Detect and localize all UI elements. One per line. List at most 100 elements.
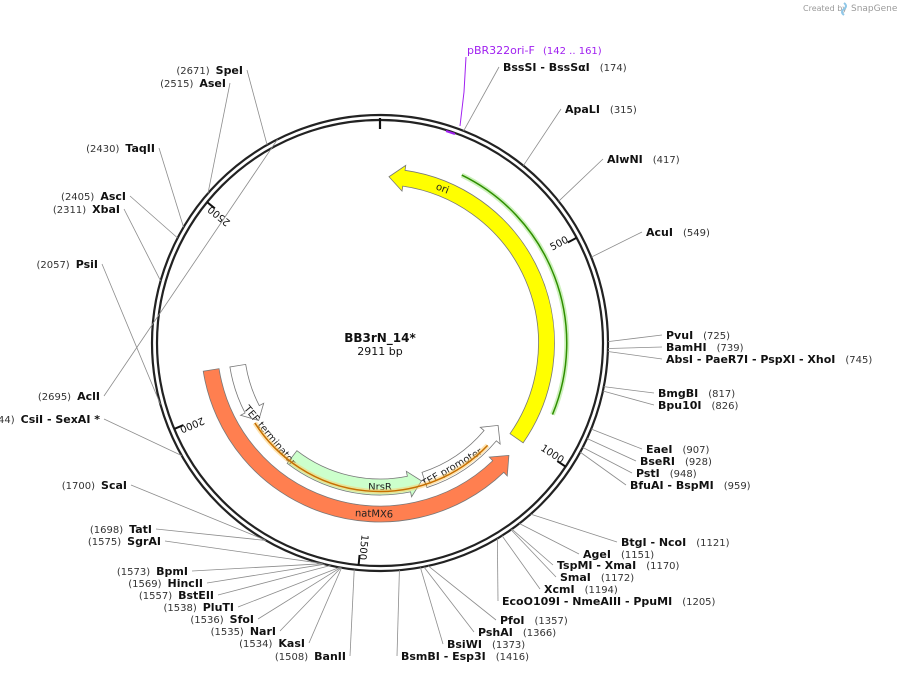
site-pluti[interactable]: PluTI(1538) [163,567,340,614]
created-by-text: Created by [803,4,847,13]
plasmid-name: BB3rN_14* [344,331,416,346]
feature-nrsr[interactable]: NrsR [286,450,423,498]
site-position: (2430) [86,144,119,155]
site-spei[interactable]: SpeI(2671) [176,64,268,146]
site-bfuai[interactable]: BfuAI - BspMI(959) [579,451,751,492]
site-name: BssSI - BssSαI [503,61,590,74]
site-psii[interactable]: PsiI(2057) [36,258,161,405]
site-nari[interactable]: NarI (1535) [211,567,342,638]
site-btgi[interactable]: BtgI - NcoI(1121) [530,513,730,549]
site-name: EcoO109I - NmeAIII - PpuMI [502,595,672,608]
site-ecoo109i[interactable]: EcoO109I - NmeAIII - PpuMI(1205) [496,538,716,608]
site-bsmbi[interactable]: BsmBI - Esp3I (1416) [396,570,529,663]
site-bsteii[interactable]: BstEII (1557) [139,565,331,602]
site-name: PfoI [500,614,525,627]
site-xcmi[interactable]: XcmI(1194) [501,535,618,596]
site-apali[interactable]: ApaLI(315) [523,103,637,166]
site-position: (1944) [0,415,15,426]
primer-pBR322ori-F[interactable]: pBR322ori-F (142 .. 161) [445,44,602,135]
site-position: (2515) [160,79,193,90]
site-name: HincII [167,577,203,590]
site-position: (1151) [621,550,654,561]
site-position: (417) [653,155,680,166]
site-psti[interactable]: PstI(948) [582,446,697,480]
site-position: (1538) [163,603,196,614]
site-asei[interactable]: AseI(2515) [160,77,231,194]
site-name: BstEII [178,589,214,602]
site-pshai[interactable]: PshAI(1366) [423,566,556,639]
tick-label: 2000 [178,414,206,434]
site-position: (739) [717,343,744,354]
site-name: NarI [250,625,276,638]
site-position: (959) [724,481,751,492]
site-position: (1373) [492,640,525,651]
site-name: BmgBI [658,387,698,400]
site-xbai[interactable]: XbaI (2311) [53,203,161,282]
site-name: BsmBI - Esp3I [401,650,486,663]
site-asci[interactable]: AscI(2405) [61,190,178,239]
feature-label: NrsR [368,482,392,493]
site-position: (1170) [646,561,679,572]
site-hincii[interactable]: HincII(1569) [128,563,325,590]
restriction-sites: BssSI - BssSαI(174)ApaLI(315)AlwNI(417) A… [0,61,872,663]
site-bpmi[interactable]: BpmI(1573) [117,563,323,578]
feature-label: ori [434,182,450,197]
feature-natmx6[interactable]: natMX6 [202,368,510,523]
site-name: SfoI [230,613,254,626]
site-pvui[interactable]: PvuI(725) [607,329,730,343]
site-absi[interactable]: AbsI - PaeR7I - PspXI - XhoI (745) [607,351,873,366]
tick-mark [567,236,578,244]
site-kasi[interactable]: KasI(1534) [239,567,342,650]
site-bsssi[interactable]: BssSI - BssSαI(174) [463,61,627,132]
site-position: (745) [845,355,872,366]
tick-mark [206,201,216,210]
site-acui[interactable]: AcuI (549) [591,226,710,258]
site-bamhi[interactable]: BamHI(739) [607,341,744,354]
site-taqii[interactable]: TaqII(2430) [86,142,184,228]
site-position: (2057) [36,260,69,271]
site-scai[interactable]: ScaI(1700) [62,479,266,541]
site-name: BpmI [156,565,188,578]
site-name: PshAI [478,626,513,639]
site-name: AcuI [646,226,673,239]
orange-arc-indicator [252,421,490,494]
site-bseri[interactable]: BseRI(928) [586,438,712,468]
site-position: (1416) [496,652,529,663]
site-sgrai[interactable]: SgrAI(1575) [88,535,322,564]
site-name: Bpu10I [658,399,702,412]
site-position: (2311) [53,205,86,216]
site-alwni[interactable]: AlwNI(417) [558,153,680,202]
site-bmgbi[interactable]: BmgBI(817) [603,386,735,400]
site-position: (725) [703,331,730,342]
site-bpu10i[interactable]: Bpu10I(826) [602,390,739,412]
site-position: (1557) [139,591,172,602]
tick-label: 1500 [356,534,369,560]
site-position: (1535) [211,627,244,638]
site-sfoi[interactable]: SfoI(1536) [190,567,341,626]
site-csii[interactable]: CsiI - SexAI * (1944) [0,413,182,456]
site-banii[interactable]: BanII(1508) [275,569,355,663]
site-position: (1508) [275,652,308,663]
site-name: BtgI - NcoI [621,536,686,549]
feature-ori[interactable]: ori [388,164,555,444]
site-smai[interactable]: SmaI(1172) [510,529,634,584]
site-name: CsiI - SexAI * [21,413,101,426]
site-name: XbaI [92,203,120,216]
site-position: (1194) [585,585,618,596]
site-tspmi[interactable]: TspMI - XmaI(1170) [511,528,680,572]
site-bsiwi[interactable]: BsiWI(1373) [420,567,525,651]
feature-label: natMX6 [355,508,394,520]
tick-mark [357,554,361,566]
tick-label: 2500 [206,203,233,228]
site-pfoi[interactable]: PfoI (1357) [427,565,568,627]
site-name: SpeI [216,64,243,77]
site-name: SmaI [560,571,591,584]
site-tati[interactable]: TatI(1698) [90,523,267,541]
site-agei[interactable]: AgeI(1151) [519,523,654,561]
site-eaei[interactable]: EaeI(907) [591,428,709,456]
site-name: AbsI - PaeR7I - PspXI - XhoI [666,353,835,366]
site-position: (549) [683,228,710,239]
site-position: (1357) [535,616,568,627]
site-acli[interactable]: AclI(2695) [38,139,278,403]
